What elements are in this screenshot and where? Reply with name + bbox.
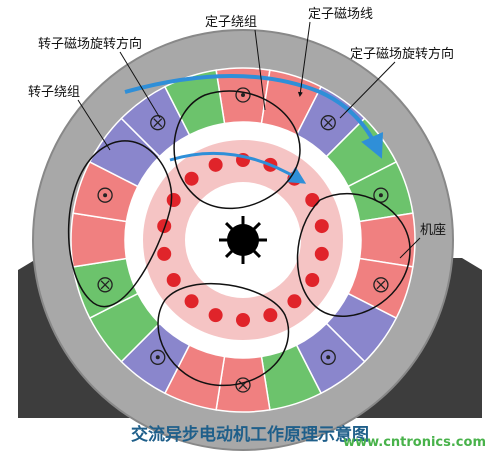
label-stator-winding: 定子绕组 xyxy=(205,15,257,30)
conductor-symbol xyxy=(150,349,166,365)
stator-slot xyxy=(70,212,128,268)
watermark: www.cntronics.com xyxy=(343,435,486,450)
rotor-conductor xyxy=(184,171,199,186)
rotor-conductors xyxy=(157,153,329,327)
label-stator-field-line: 定子磁场线 xyxy=(308,7,373,22)
rotor-conductor xyxy=(208,308,223,323)
current-out-symbol xyxy=(241,93,245,97)
rotor-conductor xyxy=(287,294,302,309)
shaft-tooth xyxy=(251,221,262,232)
rotor-conductor xyxy=(184,294,199,309)
shaft-tooth xyxy=(224,221,235,232)
stator-slot xyxy=(358,212,416,268)
current-in-symbol xyxy=(100,280,110,290)
shaft xyxy=(219,216,267,264)
stator-slot-ring xyxy=(70,67,416,413)
conductor-symbol xyxy=(320,349,336,365)
label-frame: 机座 xyxy=(420,223,446,238)
current-in-symbol xyxy=(376,280,386,290)
rotor-field-rotation-arrow xyxy=(169,151,307,184)
conductor-symbol xyxy=(97,187,113,203)
conductor-symbol xyxy=(373,277,389,293)
rotor-conductor xyxy=(208,157,223,172)
label-rotor-field-direction: 转子磁场旋转方向 xyxy=(38,36,142,52)
current-out-symbol xyxy=(155,355,160,360)
rotor-conductor xyxy=(263,308,278,323)
stator-field-rotation-arrow xyxy=(124,74,384,159)
current-out-symbol xyxy=(103,193,108,198)
rotor-conductor xyxy=(157,219,172,234)
current-in-symbol xyxy=(153,118,163,128)
rotor-conductor xyxy=(157,246,172,261)
shaft-tooth xyxy=(251,248,262,259)
rotor-conductor xyxy=(314,219,329,234)
rotor-conductor xyxy=(314,246,329,261)
label-rotor-winding: 转子绕组 xyxy=(28,85,80,100)
rotor-conductor xyxy=(166,193,181,207)
conductor-symbol xyxy=(235,87,251,103)
current-in-symbol xyxy=(323,118,333,128)
rotor-conductor xyxy=(166,273,181,287)
figure-caption: 交流异步电动机工作原理示意图 xyxy=(131,424,369,445)
rotor-conductor xyxy=(305,193,320,207)
stator-field-lines xyxy=(67,90,411,387)
current-out-symbol xyxy=(378,193,383,198)
shaft-tooth xyxy=(224,248,235,259)
rotor-conductor xyxy=(305,273,320,287)
current-out-symbol xyxy=(326,355,331,360)
label-stator-field-direction: 定子磁场旋转方向 xyxy=(350,46,454,62)
label-leaders xyxy=(77,21,421,259)
conductor-symbol xyxy=(97,277,113,293)
rotor-conductor xyxy=(236,313,250,327)
conductor-symbol xyxy=(320,115,336,131)
conductor-symbol xyxy=(150,115,166,131)
